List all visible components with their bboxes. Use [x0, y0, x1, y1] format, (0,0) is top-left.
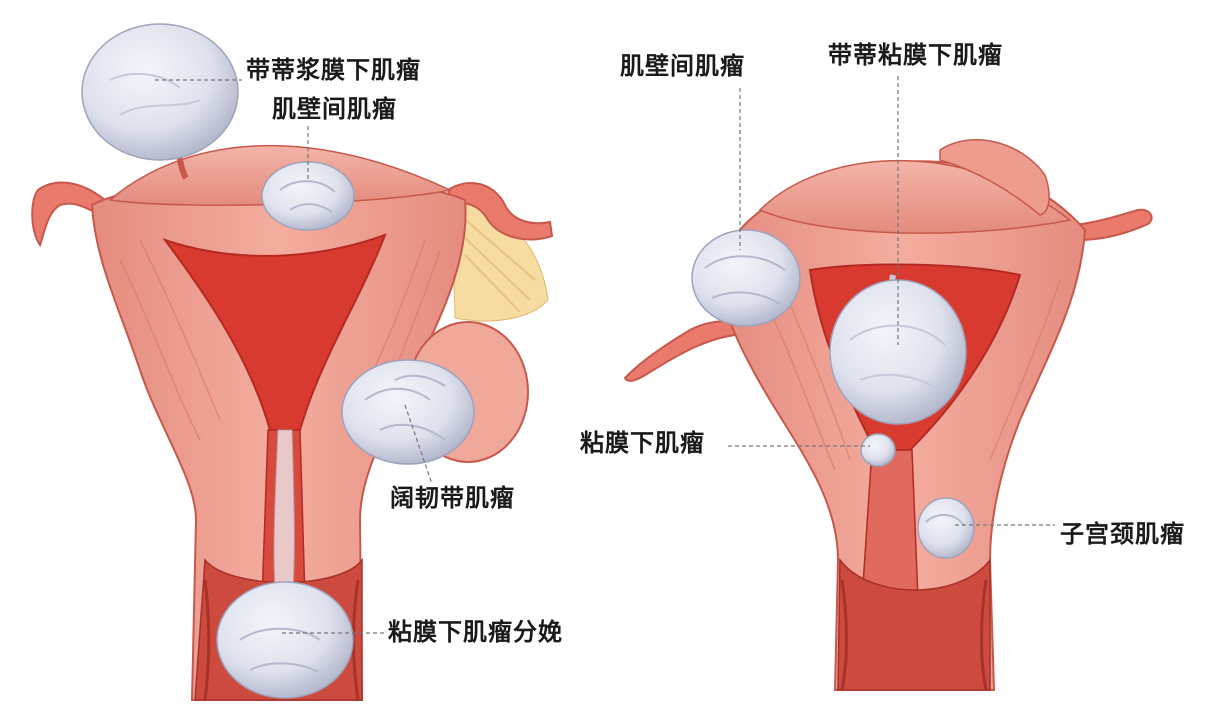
label-cervical-fibroid: 子宫颈肌瘤 — [1060, 520, 1185, 548]
label-pedunculated-subserosal-fibroid: 带蒂浆膜下肌瘤 — [246, 56, 421, 84]
right-uterus — [625, 76, 1152, 690]
label-intramural-fibroid-right: 肌壁间肌瘤 — [620, 52, 745, 80]
intramural-fibroid-right — [692, 230, 800, 326]
fallopian-tube-right-left — [625, 321, 738, 381]
label-pedunculated-submucosal-fibroid: 带蒂粘膜下肌瘤 — [828, 41, 1003, 69]
prolapsed-submucosal-fibroid — [217, 582, 353, 698]
fallopian-tube-right-right — [1075, 210, 1152, 240]
label-prolapsed-submucosal-fibroid: 粘膜下肌瘤分娩 — [388, 618, 563, 646]
cervical-fibroid — [918, 498, 974, 558]
submucosal-fibroid — [861, 434, 895, 466]
subserosal-fibroid — [82, 24, 238, 160]
left-uterus — [32, 24, 552, 700]
label-intramural-fibroid-left: 肌壁间肌瘤 — [272, 95, 397, 123]
label-submucosal-fibroid: 粘膜下肌瘤 — [580, 429, 705, 457]
label-broad-ligament-fibroid: 阔韧带肌瘤 — [390, 484, 515, 512]
intramural-fibroid-left — [262, 162, 354, 230]
